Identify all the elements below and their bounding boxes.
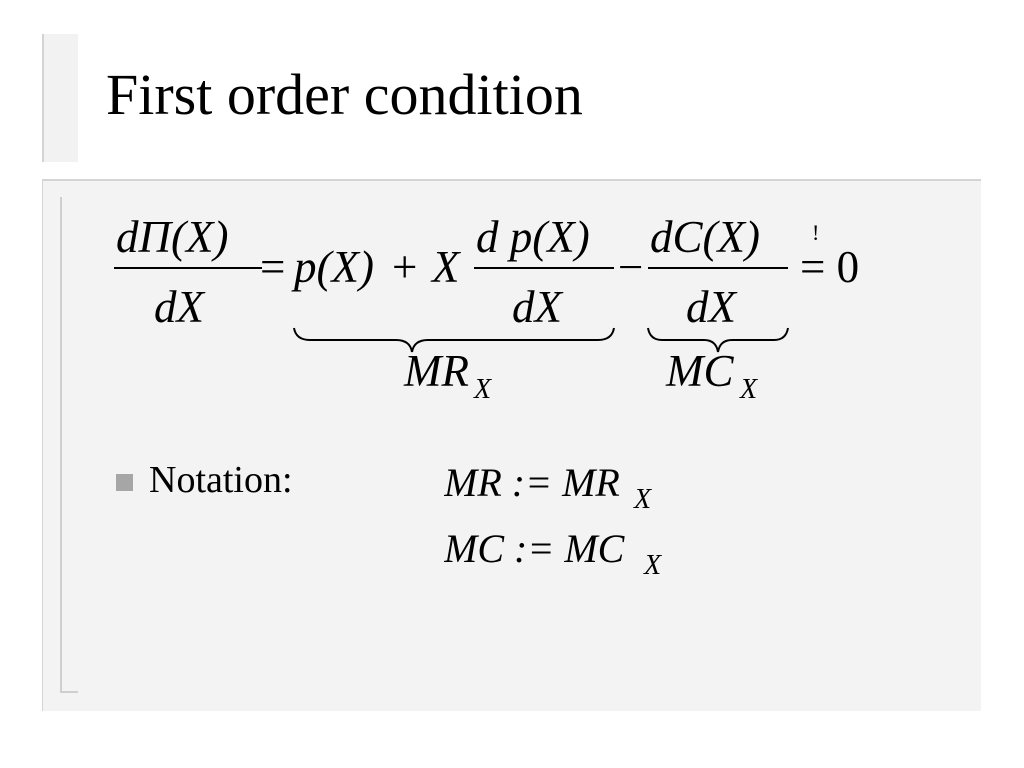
mc-definition-subscript: X: [643, 550, 662, 581]
dc-numerator: dC(X): [650, 212, 760, 262]
mc-label: MC: [665, 346, 734, 396]
mr-subscript: X: [473, 374, 492, 405]
bullet-square-icon: [116, 473, 133, 491]
mc-definition: MC := MC: [444, 526, 626, 571]
mr-underbrace: [293, 327, 615, 353]
title-accent-bar: [42, 34, 78, 162]
notation-equations: MR := MR X MC := MC X: [443, 454, 704, 584]
dp-denominator: dX: [512, 282, 564, 332]
dp-numerator: d p(X): [476, 212, 590, 262]
mr-definition: MR := MR: [444, 460, 620, 505]
lhs-denominator: dX: [154, 282, 206, 332]
notation-label: Notation:: [149, 459, 293, 501]
equals-sign: =: [260, 242, 285, 292]
minus-sign: −: [618, 242, 643, 292]
notation-bullet: Notation:: [116, 458, 293, 502]
lhs-numerator: dΠ(X): [116, 212, 228, 262]
content-panel-bracket: [60, 197, 78, 693]
mc-underbrace: [647, 327, 789, 353]
dc-denominator: dX: [686, 282, 738, 332]
quantity-var: X: [430, 242, 461, 292]
mc-subscript: X: [739, 374, 758, 405]
exclamation-mark: !: [812, 220, 819, 245]
mr-label: MR: [403, 346, 469, 396]
slide-title: First order condition: [106, 62, 583, 127]
plus-sign: +: [392, 242, 417, 292]
price-function: p(X): [291, 242, 374, 292]
mr-definition-subscript: X: [633, 484, 652, 515]
equals-zero: = 0: [800, 242, 859, 292]
first-order-condition-formula: dΠ(X) dX = p(X) + X d p(X) dX − dC(X) dX…: [110, 196, 890, 406]
